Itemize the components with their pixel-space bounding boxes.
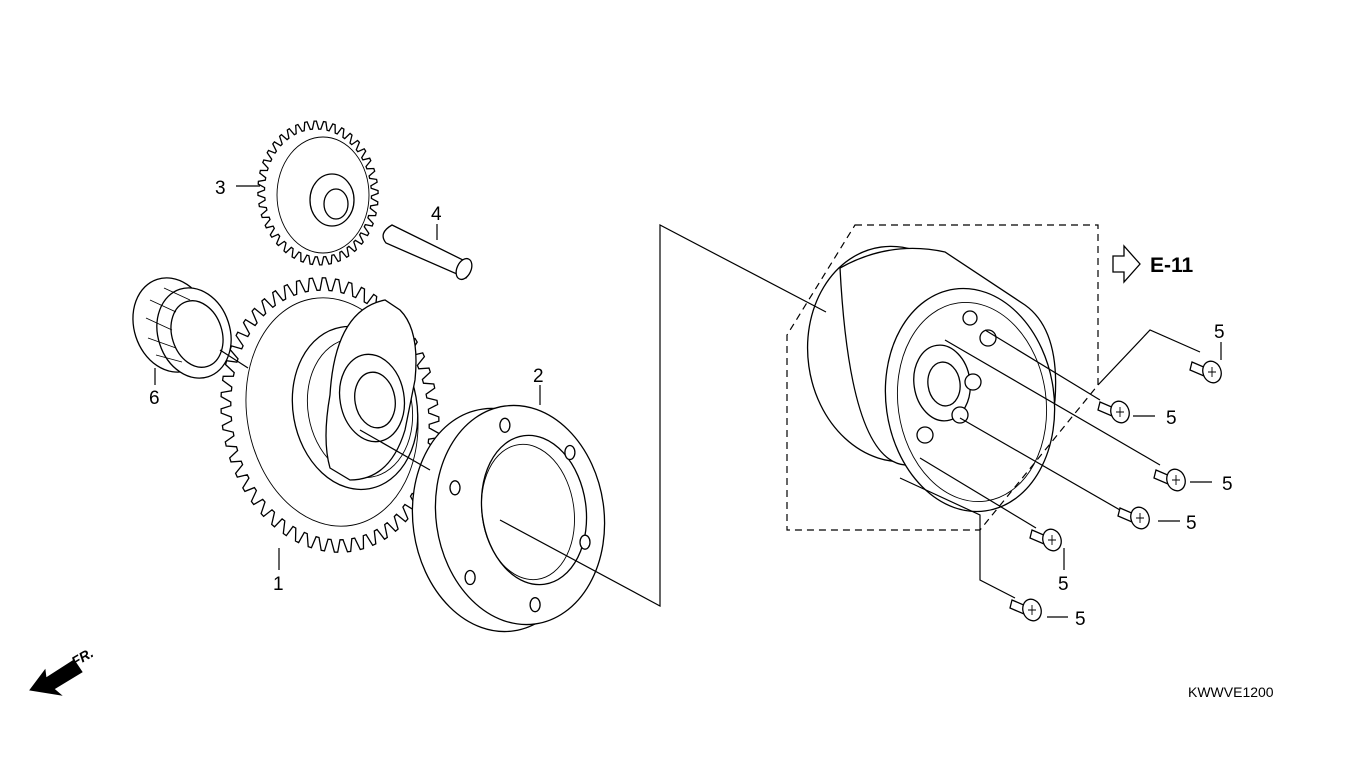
reference-link-e11[interactable]: E-11: [1112, 244, 1194, 284]
part-3-gear: [257, 120, 379, 266]
bolt: [1009, 598, 1042, 622]
callout-6: 6: [149, 388, 160, 409]
front-indicator: FR.: [29, 644, 96, 696]
callout-5: 5: [1075, 609, 1086, 630]
clutch-hole: [579, 534, 591, 550]
bolt: [1117, 506, 1150, 530]
callout-5: 5: [1166, 408, 1177, 429]
clutch-hole: [499, 417, 511, 433]
callout-5: 5: [1186, 513, 1197, 534]
callout-1: 1: [273, 574, 284, 595]
part-5-bolts: [1009, 360, 1222, 622]
bolt: [1153, 468, 1186, 492]
clutch-hole: [529, 597, 541, 613]
front-arrow-icon: [29, 659, 83, 696]
part-2-one-way-clutch: [411, 404, 606, 633]
callout-5: 5: [1214, 322, 1225, 343]
bolt: [1189, 360, 1222, 384]
callout-2: 2: [533, 366, 544, 387]
reference-label: E-11: [1150, 254, 1194, 277]
part-1-starter-driven-gear: [220, 277, 440, 553]
callouts: 1 2 3 4 6 5 5 5 5 5 5: [149, 178, 1233, 630]
part-6-needle-bearing: [132, 277, 232, 379]
clutch-hole: [464, 569, 476, 586]
bolt: [1029, 528, 1062, 552]
part-4-pin: [382, 224, 473, 281]
diagram-code: KWWVE1200: [1188, 684, 1274, 700]
callout-5: 5: [1222, 474, 1233, 495]
clutch-hole: [449, 480, 461, 496]
clutch-hole: [564, 444, 576, 461]
hollow-arrow-icon: [1112, 244, 1141, 284]
callout-4: 4: [431, 204, 442, 225]
flywheel-assembly: [806, 245, 1057, 513]
callout-3: 3: [215, 178, 226, 199]
leader-lines: [154, 185, 1222, 618]
bolt: [1097, 400, 1130, 424]
callout-5: 5: [1058, 574, 1069, 595]
